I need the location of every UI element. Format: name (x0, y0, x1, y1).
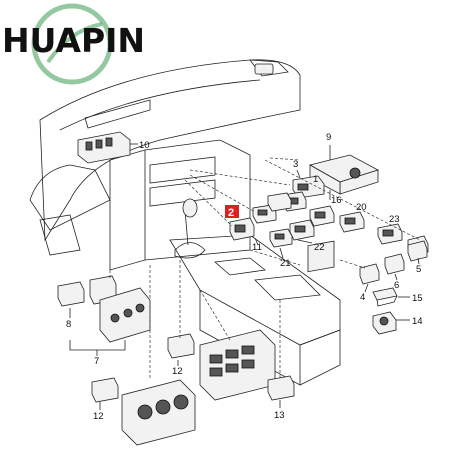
leader-lines (69, 157, 421, 410)
callout-labels: 9 10 3 1 16 20 23 11 22 21 5 6 4 15 14 8… (66, 132, 423, 422)
switch-group-upper (252, 192, 429, 257)
callout-14: 14 (412, 316, 423, 327)
callout-6: 6 (394, 280, 399, 291)
callout-15: 15 (412, 293, 423, 304)
callout-22: 22 (314, 242, 325, 253)
callout-1: 1 (313, 174, 318, 185)
parts-14-15 (372, 287, 398, 335)
part-10-trim (77, 131, 138, 164)
callout-13: 13 (274, 410, 285, 421)
callout-12-lower: 12 (93, 411, 104, 422)
switch-group-lower (229, 217, 315, 248)
callout-12-upper: 12 (172, 366, 183, 377)
callout-10: 10 (139, 140, 150, 151)
callout-20: 20 (356, 202, 367, 213)
callout-21: 21 (280, 258, 291, 269)
brand-name: HUAPIN (2, 21, 146, 60)
callout-23: 23 (389, 214, 400, 225)
highlight-label: 2 (228, 207, 234, 219)
callout-4: 4 (360, 292, 365, 303)
dashboard-outline (29, 59, 301, 271)
part-9-compartment (308, 145, 380, 195)
callout-7: 7 (94, 356, 99, 367)
climate-control-units (91, 329, 295, 446)
callout-8: 8 (66, 319, 71, 330)
highlight-marker: 2 (225, 205, 239, 219)
parts-4-5-6 (359, 240, 428, 285)
parts-7-8 (57, 275, 151, 356)
callout-9: 9 (326, 132, 331, 143)
callout-5: 5 (416, 264, 421, 275)
brand-logo-icon (31, 3, 113, 85)
callout-3: 3 (293, 159, 298, 170)
callout-16: 16 (331, 195, 342, 206)
callout-11: 11 (252, 242, 262, 253)
